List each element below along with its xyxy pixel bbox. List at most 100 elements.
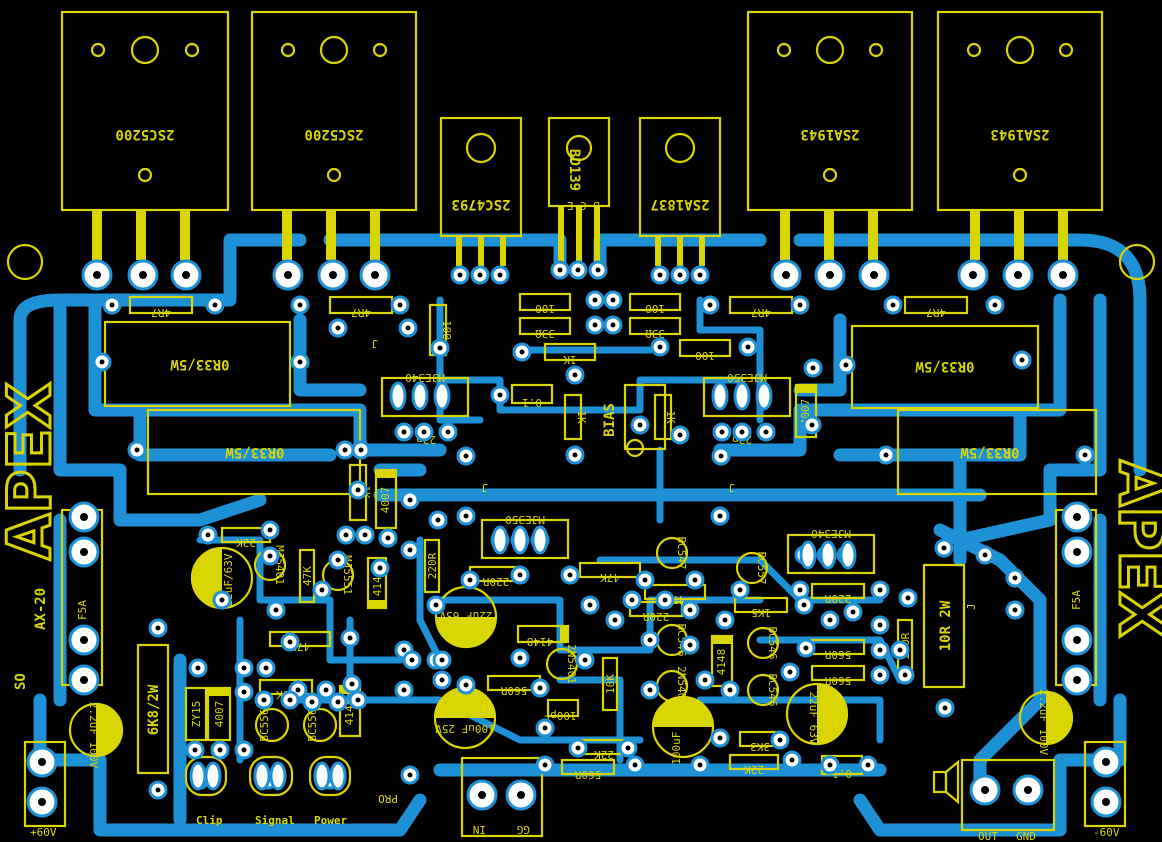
pad-hole [263,665,269,671]
pad-hole [1024,786,1032,794]
pad-hole [687,607,693,613]
pad-hole [241,665,247,671]
oval-pad [411,381,429,411]
resistor-label: 47K [600,571,620,584]
driver-transistor-2sc4793: 2SC4793 [439,116,523,266]
pad-hole [93,271,101,279]
pad-hole [1082,452,1088,458]
small-signal-transistors: BC547 BC557 BC546 BC546 BC546 2N5401 2N5… [253,536,780,743]
pad-hole [883,452,889,458]
pad-hole [717,513,723,519]
bias-trimmer [623,383,667,451]
pad-hole [826,271,834,279]
jumper-label: J [371,337,378,350]
pad-hole [587,602,593,608]
pad-hole [401,429,407,435]
pad-hole [241,747,247,753]
pad-hole [992,302,998,308]
pad-hole [809,422,815,428]
pad-hole [697,762,703,768]
pad-hole [139,271,147,279]
pad-hole [595,267,601,273]
pad-hole [592,297,598,303]
pad-hole [865,762,871,768]
ground-out-label: GND [1016,830,1036,842]
output-transistor-2sc5200-a: 2SC5200 [60,10,230,260]
mje-label: MJE350 [727,371,767,384]
pos-supply-label: +60V [30,826,57,839]
resistor-label: 220R [642,610,669,623]
pad-hole [241,689,247,695]
neg-supply-label: -60V [1093,826,1120,839]
pad-hole [789,757,795,763]
pad-hole [517,655,523,661]
led-label-power: Power [314,814,347,827]
mje-label: MJE340 [811,527,851,540]
pad-hole [267,553,273,559]
pad-hole [642,577,648,583]
pad-hole [797,587,803,593]
output-connector [960,758,1056,832]
pad-hole [355,487,361,493]
jumper-label: J [965,603,978,610]
resistor-label: 22K [594,748,614,761]
resistor-label: 560R [824,648,851,661]
pad-hole [1059,271,1067,279]
pad-hole [877,587,883,593]
pad-hole [358,447,364,453]
pad-hole [407,547,413,553]
oval-pad [819,540,837,570]
diode-label: 4148 [527,635,554,648]
mje-body [480,518,570,560]
resistor-label: 47K [301,566,314,586]
oval-pad [733,381,751,411]
pad-hole [80,513,88,521]
connectors: +60V -60V IN GG OUT GND [23,740,1127,842]
pad-hole [407,497,413,503]
power-resistor-label: 0R33/5W [960,444,1020,460]
capacitor-label: 22uF 63V [439,609,492,622]
pad-hole [647,687,653,693]
pad-hole [182,271,190,279]
pad-hole [437,345,443,351]
pad-hole [727,687,733,693]
pad-hole [478,791,486,799]
oval-pad [711,381,729,411]
pad-hole [284,271,292,279]
pad-hole [409,657,415,663]
pad-hole [850,609,856,615]
emitter-resistors: 0R33/5W 0R33/5W 0R33/5W 0R33/5W [103,320,1098,496]
pad-hole [309,699,315,705]
pad-hole [439,677,445,683]
resistor-label: 100 [440,320,453,340]
resistor-label: 22K [236,536,256,549]
led-label-signal: Signal [255,814,295,827]
resistor-label: 33Ω [535,327,555,340]
pad-hole [1012,607,1018,613]
pad-hole [463,513,469,519]
small-transistor-label: 2N5401 [565,644,578,684]
pad-hole [941,545,947,551]
pad-hole [273,607,279,613]
pad-hole [467,577,473,583]
driver-transistor-2sa1837: 2SA1837 [638,116,722,266]
resistor-label: 100 [695,349,715,362]
q7-label: 2SA1837 [650,196,709,212]
pad-hole [718,453,724,459]
q6-pins: B C E [567,199,600,212]
mounting-holes [6,243,1156,281]
pad-hole [890,302,896,308]
small-transistor-label: BC547 [675,536,688,569]
pad-hole [797,302,803,308]
pad-hole [662,597,668,603]
small-transistor-label: BC546 [766,673,779,706]
q3-label: 2SA1943 [800,126,859,142]
pad-hole [335,325,341,331]
pad-hole [205,532,211,538]
resistor-label: 4R7 [751,306,771,319]
pad-hole [329,271,337,279]
pad-hole [1073,513,1081,521]
pad-hole [707,302,713,308]
capacitor-label: 2.2uF 100V [1037,689,1050,756]
pad-hole [463,453,469,459]
